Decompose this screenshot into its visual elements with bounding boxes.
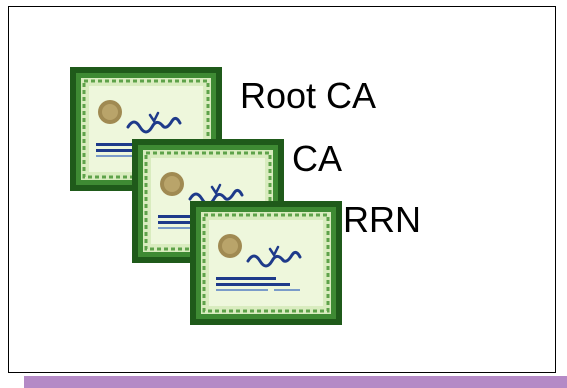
rrn-certificate-icon bbox=[190, 201, 342, 325]
shadow-strip bbox=[24, 376, 567, 388]
root-ca-label: Root CA bbox=[240, 75, 377, 116]
rrn-label: RRN bbox=[343, 199, 421, 240]
ca-label: CA bbox=[292, 138, 343, 179]
